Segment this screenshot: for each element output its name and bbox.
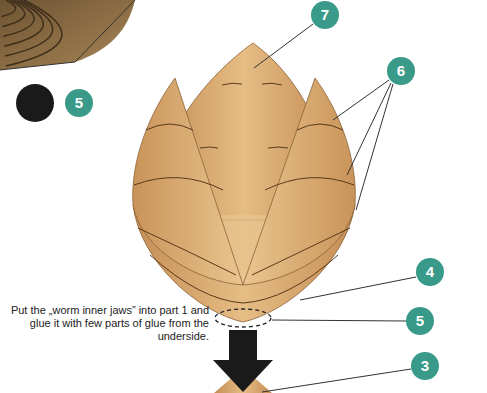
glue-disc bbox=[16, 84, 54, 122]
callout-number: 4 bbox=[416, 258, 444, 286]
callout-number: 5 bbox=[406, 307, 434, 335]
glue-spot bbox=[215, 309, 271, 327]
insert-arrow bbox=[213, 330, 273, 392]
petal-marks bbox=[200, 83, 288, 148]
coil-band bbox=[5, 0, 53, 56]
leaf-bands bbox=[134, 124, 354, 303]
right-leaf bbox=[243, 78, 355, 285]
leader-lines bbox=[254, 24, 416, 392]
left-leaf bbox=[133, 78, 243, 285]
coil-part bbox=[0, 0, 135, 70]
callout-number: 3 bbox=[411, 352, 439, 380]
callout-number: 5 bbox=[65, 89, 93, 117]
coil-band bbox=[6, 0, 62, 66]
instruction-note: Put the „worm inner jaws” into part 1 an… bbox=[0, 304, 209, 343]
callout-number: 7 bbox=[311, 1, 339, 29]
callout-number: 6 bbox=[387, 57, 415, 85]
